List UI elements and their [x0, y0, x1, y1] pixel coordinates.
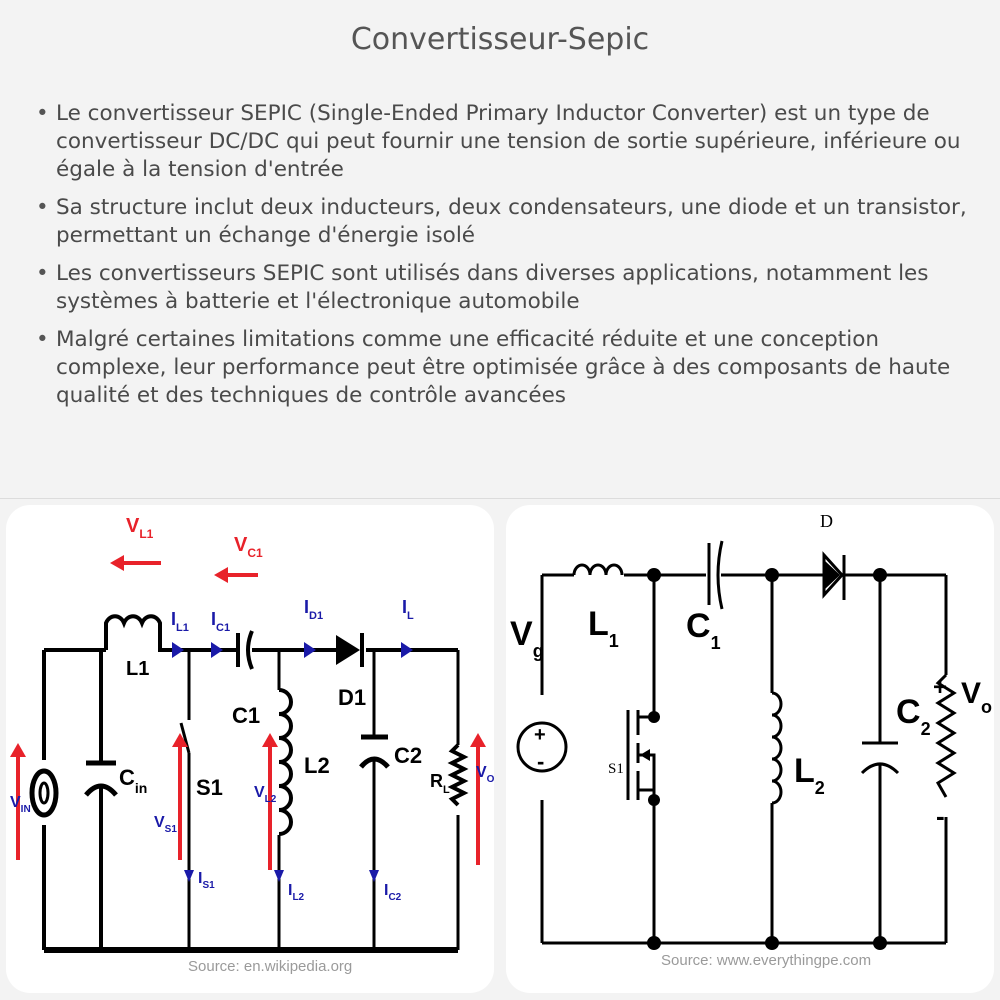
label-l1: L1: [126, 658, 149, 680]
label-ic1: IC1: [211, 609, 230, 634]
divider: [0, 498, 1000, 499]
source-caption: Source: en.wikipedia.org: [188, 958, 352, 975]
sepic-circuit-everythingpe: Vg L1 C1 L2 C2 Vo + - + - D S1 Source: w…: [506, 505, 994, 993]
current-arrow-il1: [172, 642, 184, 658]
label-vg-minus: -: [537, 749, 544, 774]
label-vo: VO: [476, 764, 494, 785]
label-vg-plus: +: [534, 724, 546, 746]
label-vo-minus: -: [936, 801, 945, 831]
label-d1: D1: [338, 685, 366, 710]
source-caption: Source: www.everythingpe.com: [661, 952, 871, 969]
inductor-l1-icon: [572, 563, 624, 576]
label-ic2: IC2: [384, 882, 402, 903]
bullet-list: Le convertisseur SEPIC (Single-Ended Pri…: [30, 100, 970, 420]
label-l2: L2: [304, 753, 330, 778]
sepic-circuit-wikipedia: VL1 VC1 L1 IL1 IC1 ID1 IL C1 D1 L2 C2 S1…: [6, 505, 494, 993]
label-l1: L1: [588, 605, 619, 651]
label-vg: Vg: [510, 615, 544, 661]
label-vl1: VL1: [126, 515, 154, 541]
capacitor-c2-curve: [860, 762, 900, 775]
label-c2: C2: [896, 693, 931, 739]
page-title: Convertisseur-Sepic: [350, 22, 650, 57]
capacitor-c1-curve: [716, 540, 724, 610]
label-il2: IL2: [288, 882, 305, 903]
bullet-item: Les convertisseurs SEPIC sont utilisés d…: [30, 260, 970, 316]
current-arrow-il: [401, 642, 413, 658]
source-vin-icon: [29, 768, 59, 818]
label-s1: S1: [196, 775, 223, 800]
label-vin: VIN: [10, 794, 31, 815]
label-vo: Vo: [961, 677, 992, 717]
resistor-rl-icon: [447, 743, 469, 807]
label-cin: Cin: [119, 765, 147, 796]
label-c1: C1: [232, 703, 260, 728]
circuit-diagram-right: Vg L1 C1 L2 C2 Vo + - + - D S1 Source: w…: [510, 511, 992, 969]
label-s1: S1: [608, 761, 624, 777]
switch-s1-icon: [179, 722, 191, 754]
current-arrow-ic1: [211, 642, 223, 658]
bullet-item: Sa structure inclut deux inducteurs, deu…: [30, 194, 970, 250]
inductor-l2-icon: [278, 688, 293, 836]
label-vc1: VC1: [234, 534, 263, 560]
diode-d1-icon: [336, 635, 360, 665]
label-d: D: [820, 511, 833, 531]
current-arrow-ic2: [369, 870, 379, 882]
capacitor-c2-curve: [359, 756, 390, 769]
bullet-item: Malgré certaines limitations comme une e…: [30, 326, 970, 410]
inductor-l1-icon: [104, 614, 162, 650]
capacitor-c1-curve: [246, 630, 254, 670]
label-c2: C2: [394, 743, 422, 768]
label-vo-plus: +: [933, 674, 947, 701]
circuit-diagram-left: VL1 VC1 L1 IL1 IC1 ID1 IL C1 D1 L2 C2 S1…: [10, 515, 494, 975]
resistor-load-icon: [935, 673, 957, 798]
label-rl: RL: [430, 771, 450, 796]
label-c1: C1: [686, 607, 721, 653]
capacitor-cin-curve: [84, 783, 118, 797]
label-is1: IS1: [198, 870, 215, 891]
bullet-item: Le convertisseur SEPIC (Single-Ended Pri…: [30, 100, 970, 184]
label-vs1: VS1: [154, 814, 177, 835]
label-l2: L2: [794, 752, 825, 798]
source-vg-icon: [516, 721, 568, 773]
label-il1: IL1: [171, 609, 189, 634]
current-arrow-il2: [274, 870, 284, 882]
label-il: IL: [402, 597, 414, 622]
label-id1: ID1: [304, 597, 323, 622]
label-vl2: VL2: [254, 784, 277, 805]
current-arrow-is1: [184, 870, 194, 882]
node-dots: [647, 568, 887, 950]
current-arrow-id1: [304, 642, 316, 658]
inductor-l2-icon: [771, 691, 783, 805]
